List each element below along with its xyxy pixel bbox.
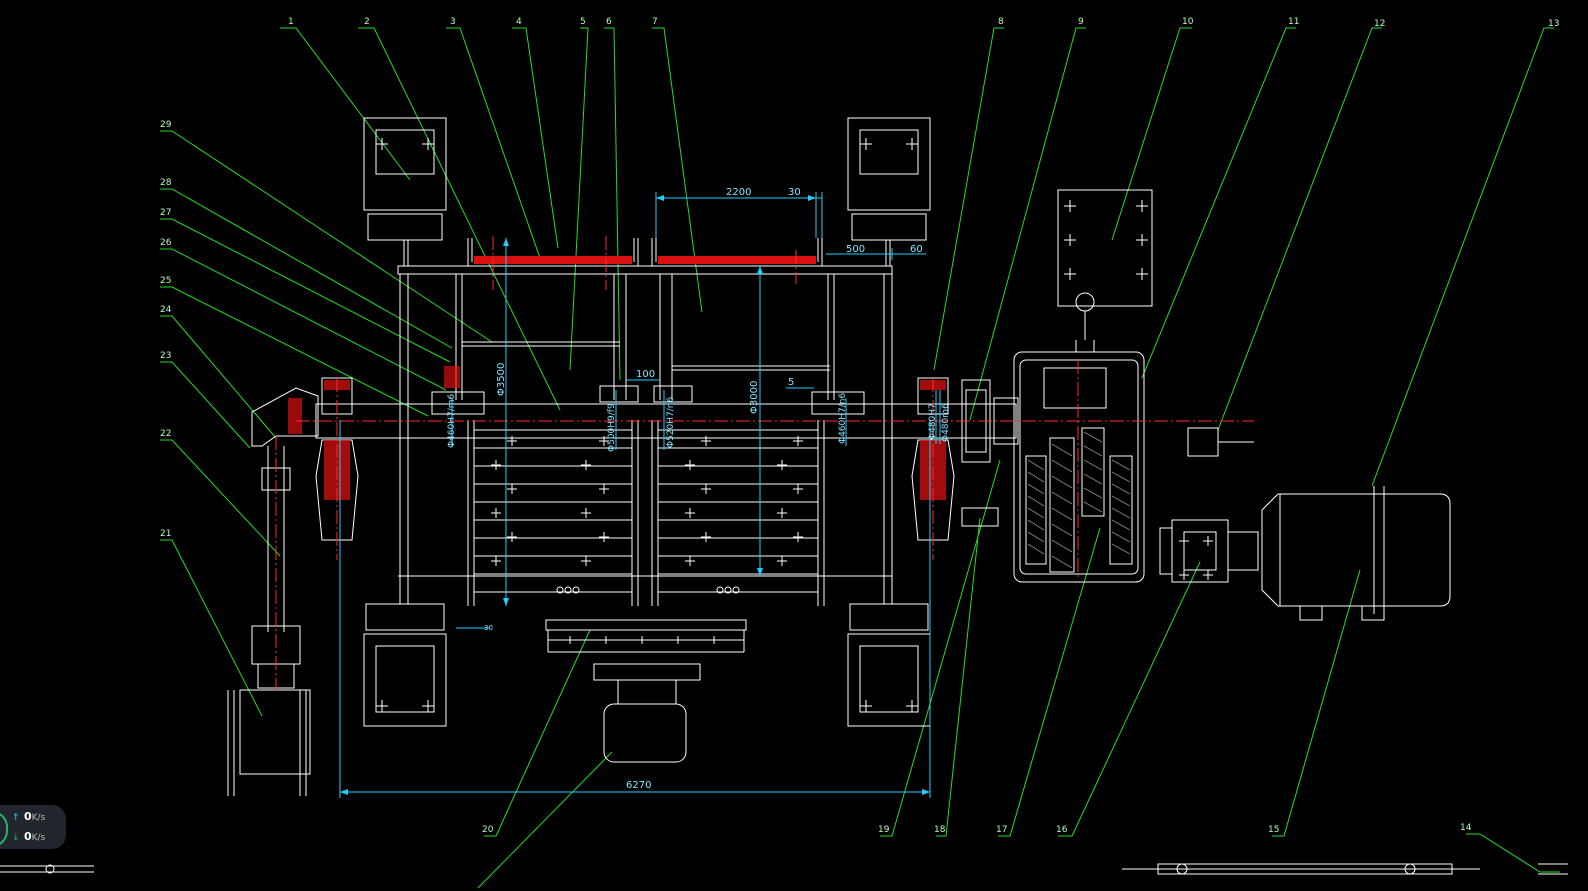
part-label: 28 — [160, 178, 172, 188]
part-label: 19 — [878, 825, 890, 835]
dimension-bottom-30: 30 — [484, 624, 493, 632]
main-shaft — [315, 385, 1017, 439]
part-label: 14 — [1460, 823, 1472, 833]
dimension-fit-3: Φ520H7/n6 — [666, 397, 676, 448]
trough-left — [462, 238, 639, 400]
drum-markers — [491, 436, 1213, 644]
bottom-left-cylinder — [363, 603, 447, 727]
part-label: 17 — [996, 825, 1007, 835]
dimension-gap-100: 100 — [636, 369, 655, 380]
part-label: 10 — [1182, 17, 1194, 27]
dimension-gap-5: 5 — [788, 377, 794, 388]
bottom-left-rail — [0, 864, 94, 874]
part-label: 3 — [450, 17, 456, 27]
dimension-gap-30: 30 — [788, 187, 801, 198]
centerlines — [275, 236, 1254, 690]
dimension-fit-1: Φ460H7/m6 — [447, 393, 457, 448]
part-label: 9 — [1078, 17, 1084, 27]
part-label: 24 — [160, 305, 172, 315]
trough-right — [651, 238, 830, 400]
part-label: 2 — [364, 17, 370, 27]
bottom-rail — [1122, 863, 1568, 875]
dimension-offset-500: 500 — [846, 244, 865, 255]
part-label: 11 — [1288, 17, 1299, 27]
part-label: 13 — [1548, 19, 1559, 29]
dimension-drum-span: 2200 — [726, 187, 751, 198]
part-label: 6 — [606, 17, 612, 27]
drum-left — [467, 420, 639, 606]
dimension-fit-2: Φ500H9/f9 — [607, 403, 617, 452]
upload-speed: 0K/s — [24, 810, 46, 823]
brake-cabinet — [1057, 189, 1153, 340]
main-motor — [1261, 486, 1451, 621]
part-label: 5 — [580, 17, 586, 27]
part-label: 1 — [288, 17, 294, 27]
part-labels: 1 2 3 4 5 6 7 8 9 10 11 12 13 14 15 16 1… — [160, 17, 1559, 835]
network-ring-icon — [0, 811, 8, 847]
main-frame — [397, 265, 893, 604]
part-label: 21 — [160, 529, 171, 539]
network-speed-widget[interactable]: ↑ 0K/s ↓ 0K/s — [0, 805, 66, 849]
top-left-cylinder — [363, 117, 447, 266]
gearbox — [1013, 340, 1145, 583]
dimension-overall-width: 6270 — [626, 780, 651, 791]
top-right-cylinder — [847, 117, 931, 266]
part-label: 16 — [1056, 825, 1068, 835]
part-label: 26 — [160, 238, 172, 248]
motor-coupling — [1159, 519, 1259, 583]
gear-hatch — [1027, 431, 1131, 569]
download-speed: 0K/s — [24, 830, 46, 843]
dimension-fit-5: Φ480H7 — [928, 403, 938, 440]
dimension-offset-60: 60 — [910, 244, 923, 255]
part-label: 15 — [1268, 825, 1279, 835]
part-label: 29 — [160, 120, 172, 130]
part-label: 22 — [160, 429, 171, 439]
part-label: 7 — [652, 17, 658, 27]
part-label: 18 — [934, 825, 946, 835]
bottom-motor — [593, 663, 701, 763]
upload-row: ↑ 0K/s — [12, 809, 64, 825]
arrow-down-icon: ↓ — [12, 833, 20, 843]
part-label: 25 — [160, 276, 171, 286]
encoder — [1187, 427, 1254, 457]
dimension-arrows — [340, 195, 930, 795]
part-label: 12 — [1374, 19, 1385, 29]
part-label: 8 — [998, 17, 1004, 27]
dimension-fit-6: Φ480m6 — [941, 403, 951, 442]
dimension-drum-dia-right: Φ3000 — [749, 381, 760, 414]
part-label: 4 — [516, 17, 522, 27]
leader-lines — [160, 27, 1560, 889]
part-label: 23 — [160, 351, 171, 361]
dimension-text: 6270 2200 30 500 60 100 5 30 Φ3500 Φ3000… — [447, 187, 951, 791]
download-row: ↓ 0K/s — [12, 829, 64, 845]
dimension-lines — [339, 192, 941, 798]
drum-right — [651, 420, 825, 606]
part-label: 27 — [160, 208, 171, 218]
arrow-up-icon: ↑ — [12, 813, 20, 823]
dimension-drum-dia-left: Φ3500 — [496, 363, 507, 396]
part-label: 20 — [482, 825, 494, 835]
dimension-fit-4: Φ460H7/n6 — [838, 393, 848, 444]
